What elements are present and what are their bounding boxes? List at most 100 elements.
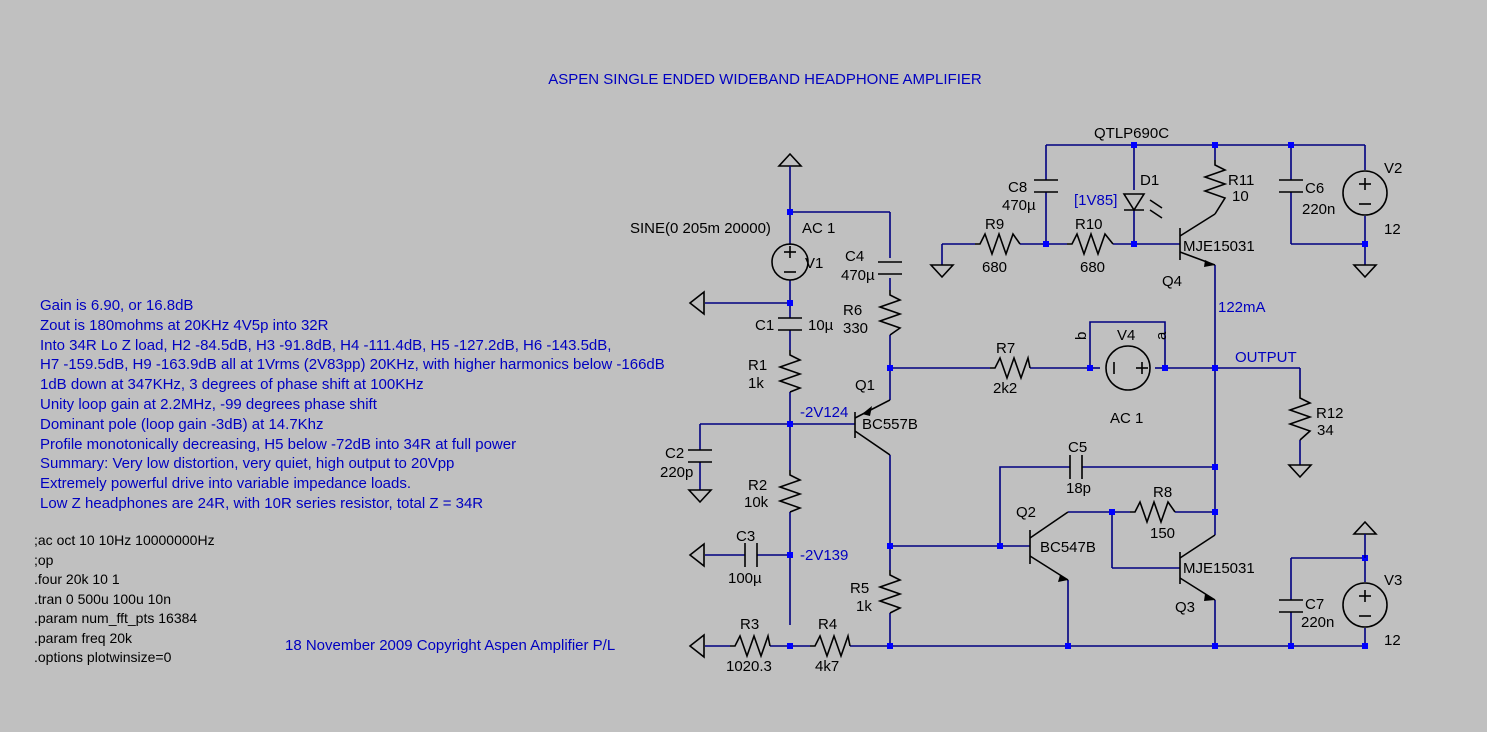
r11-resistor-icon [1202,160,1228,215]
r12-value: 34 [1317,422,1334,439]
r5-value: 1k [856,598,872,615]
r1-label: R1 [748,357,767,374]
r6-label: R6 [843,302,862,319]
r2-label: R2 [748,477,767,494]
q2-label: Q2 [1016,504,1036,521]
c8-value: 470µ [1002,197,1036,214]
c8-capacitor-icon [1034,179,1058,193]
r8-label: R8 [1153,484,1172,501]
c4-label: C4 [845,248,864,265]
q3-model: MJE15031 [1183,560,1255,577]
c7-value: 220n [1301,614,1334,631]
r4-label: R4 [818,616,837,633]
c4-capacitor-icon [878,261,902,275]
c7-label: C7 [1305,596,1324,613]
spice-directive-line: ;op [34,551,54,568]
v1-source-label: SINE(0 205m 20000) [630,220,771,237]
r10-resistor-icon [1067,231,1114,257]
r4-value: 4k7 [815,658,839,675]
node-voltage-q1-base: -2V124 [800,404,848,421]
q4-current-label: 122mA [1218,299,1266,316]
v4-a-label: a [1153,331,1170,340]
r7-value: 2k2 [993,380,1017,397]
ground-r12-icon [1287,464,1313,479]
c6-capacitor-icon [1279,179,1303,193]
c6-value: 220n [1302,201,1335,218]
q4-label: Q4 [1162,273,1182,290]
note-line: Profile monotonically decreasing, H5 bel… [40,435,517,453]
q1-transistor-icon [854,399,891,456]
v2-label: V2 [1384,160,1402,177]
c1-label: C1 [755,317,774,334]
note-line: Zout is 180mohms at 20KHz 4V5p into 32R [40,316,329,334]
q4-model: MJE15031 [1183,238,1255,255]
ground-r9-icon [929,264,955,279]
spice-directive-line: .param freq 20k [34,629,133,646]
schematic-title: ASPEN SINGLE ENDED WIDEBAND HEADPHONE AM… [548,71,982,88]
r2-resistor-icon [777,470,803,513]
c6-label: C6 [1305,180,1324,197]
c5-label: C5 [1068,439,1087,456]
q1-label: Q1 [855,377,875,394]
note-line: Unity loop gain at 2.2MHz, -99 degrees p… [40,396,377,413]
d1-model: QTLP690C [1094,125,1169,142]
q4-transistor-icon [1179,213,1216,267]
r11-label: R11 [1228,172,1254,189]
c3-label: C3 [736,528,755,545]
r9-label: R9 [985,216,1004,233]
r10-value: 680 [1080,259,1105,276]
q2-transistor-icon [1029,511,1069,582]
c1-capacitor-icon [778,317,802,331]
note-line: Low Z headphones are 24R, with 10R serie… [40,495,484,512]
wires [699,144,1366,647]
c3-value: 100µ [728,570,762,587]
v3-value: 12 [1384,632,1401,649]
r1-resistor-icon [777,350,803,393]
r9-resistor-icon [975,231,1021,257]
ground-v2-icon [1352,264,1378,279]
note-line: Extremely powerful drive into variable i… [40,475,412,493]
r5-label: R5 [850,580,869,597]
note-line: Summary: Very low distortion, very quiet… [40,455,455,473]
ground-arrow-left-1-icon [688,290,705,316]
q2-model: BC547B [1040,539,1096,556]
r3-value: 1020.3 [726,658,772,675]
d1-voltage-label: [1V85] [1074,192,1117,209]
c3-capacitor-icon [744,543,758,567]
r8-resistor-icon [1130,499,1176,525]
c2-label: C2 [665,445,684,462]
v4-b-label: b [1073,332,1090,340]
ground-arrow-left-2-icon [688,542,705,568]
r11-value: 10 [1232,188,1249,205]
ground-c2-icon [687,489,713,504]
r12-label: R12 [1316,405,1344,422]
r9-value: 680 [982,259,1007,276]
r3-label: R3 [740,616,759,633]
r7-label: R7 [996,340,1015,357]
c5-capacitor-icon [1069,455,1083,479]
c7-capacitor-icon [1279,599,1303,613]
r7-resistor-icon [990,354,1031,381]
r1-value: 1k [748,375,764,392]
q3-transistor-icon [1179,534,1216,601]
v3-label: V3 [1384,572,1402,589]
node-voltage-r2: -2V139 [800,547,848,564]
supply-arrow-top-left-icon [777,152,803,167]
v4-source-icon [1105,345,1151,391]
r12-resistor-icon [1287,390,1313,441]
v4-ac-label: AC 1 [1110,410,1143,427]
note-line: H7 -159.5dB, H9 -163.9dB all at 1Vrms (2… [40,356,665,374]
spice-directive-line: .tran 0 500u 100u 10n [34,590,172,607]
c8-label: C8 [1008,179,1027,196]
v1-label: V1 [805,255,823,272]
copyright-text: 18 November 2009 Copyright Aspen Amplifi… [285,637,616,654]
c2-capacitor-icon [688,449,712,463]
r2-value: 10k [744,494,769,511]
r10-label: R10 [1075,216,1103,233]
supply-arrow-v3-icon [1352,520,1378,535]
output-net-label: OUTPUT [1235,349,1297,366]
note-line: Dominant pole (loop gain -3dB) at 14.7Kh… [40,415,324,433]
c5-value: 18p [1066,480,1091,497]
note-line: Gain is 6.90, or 16.8dB [40,297,194,314]
